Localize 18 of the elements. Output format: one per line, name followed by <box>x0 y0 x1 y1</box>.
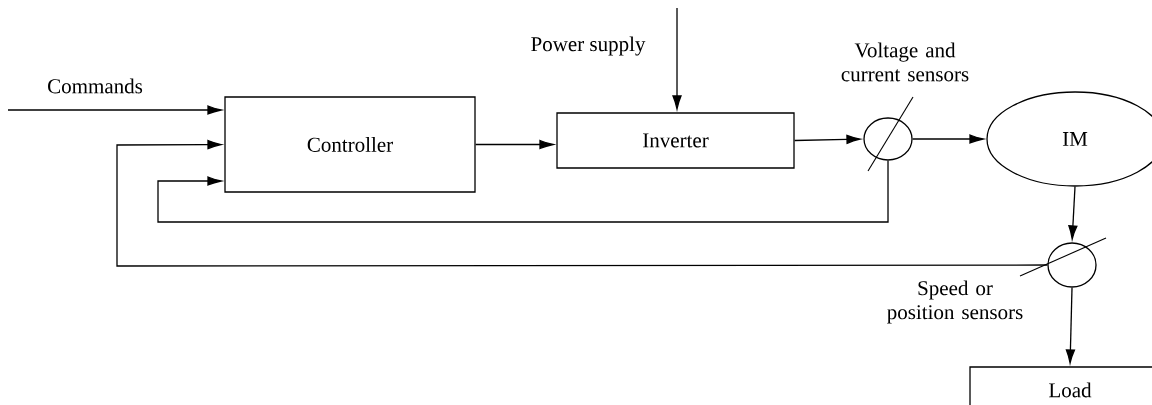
arrow <box>1068 186 1078 240</box>
arrow <box>794 134 861 144</box>
arrow <box>7 105 222 115</box>
edge-label: Power supply <box>531 36 646 56</box>
sensor-label: Speed or position sensors <box>887 280 1023 324</box>
process-box: Controller <box>224 96 476 193</box>
arrow <box>475 139 554 150</box>
sensor-symbol <box>863 96 914 172</box>
process-box: Load <box>969 366 1152 405</box>
arrow <box>157 160 889 223</box>
process-box: Inverter <box>556 112 795 169</box>
sensor-symbol <box>1019 237 1107 288</box>
arrow <box>116 139 1048 267</box>
arrow <box>672 7 682 110</box>
sensor-label: Voltage and current sensors <box>841 42 969 82</box>
edge-label: Commands <box>48 78 143 94</box>
arrow <box>1065 287 1076 364</box>
arrow <box>912 134 984 144</box>
